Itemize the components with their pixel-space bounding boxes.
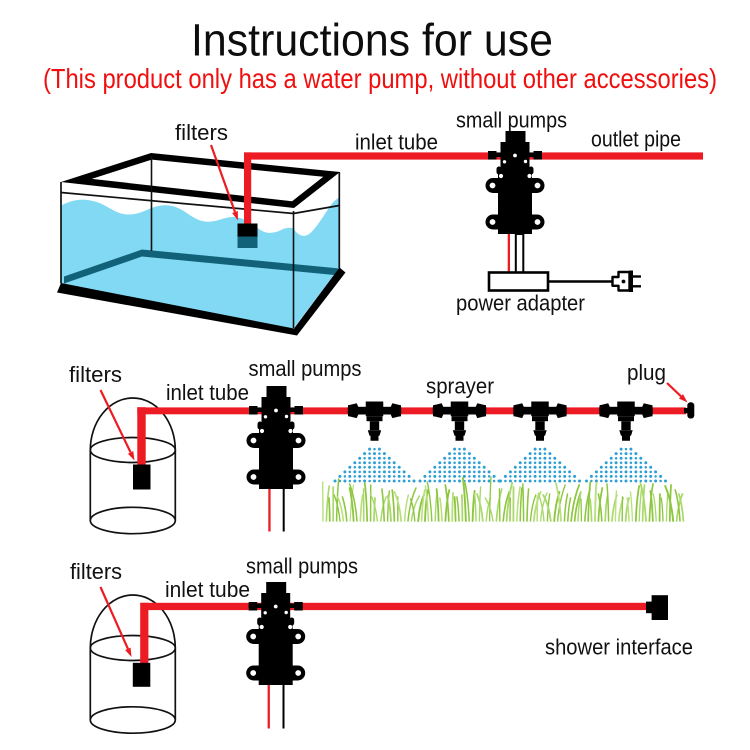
svg-text:small pumps: small pumps — [456, 108, 567, 133]
svg-text:small pumps: small pumps — [246, 554, 358, 579]
svg-text:Instructions for use: Instructions for use — [191, 15, 553, 66]
svg-text:small pumps: small pumps — [249, 356, 362, 381]
svg-text:filters: filters — [69, 362, 122, 387]
svg-text:filters: filters — [70, 559, 122, 584]
svg-text:filters: filters — [175, 120, 228, 145]
svg-text:plug: plug — [627, 360, 666, 385]
svg-text:outlet pipe: outlet pipe — [591, 127, 681, 152]
svg-text:shower interface: shower interface — [545, 635, 693, 660]
svg-text:(This product only has a water: (This product only has a water pump, wit… — [43, 63, 717, 94]
svg-text:power adapter: power adapter — [456, 291, 585, 316]
svg-text:inlet tube: inlet tube — [355, 130, 438, 155]
svg-text:inlet tube: inlet tube — [166, 380, 249, 405]
svg-text:inlet tube: inlet tube — [165, 577, 250, 602]
svg-text:sprayer: sprayer — [426, 374, 494, 399]
